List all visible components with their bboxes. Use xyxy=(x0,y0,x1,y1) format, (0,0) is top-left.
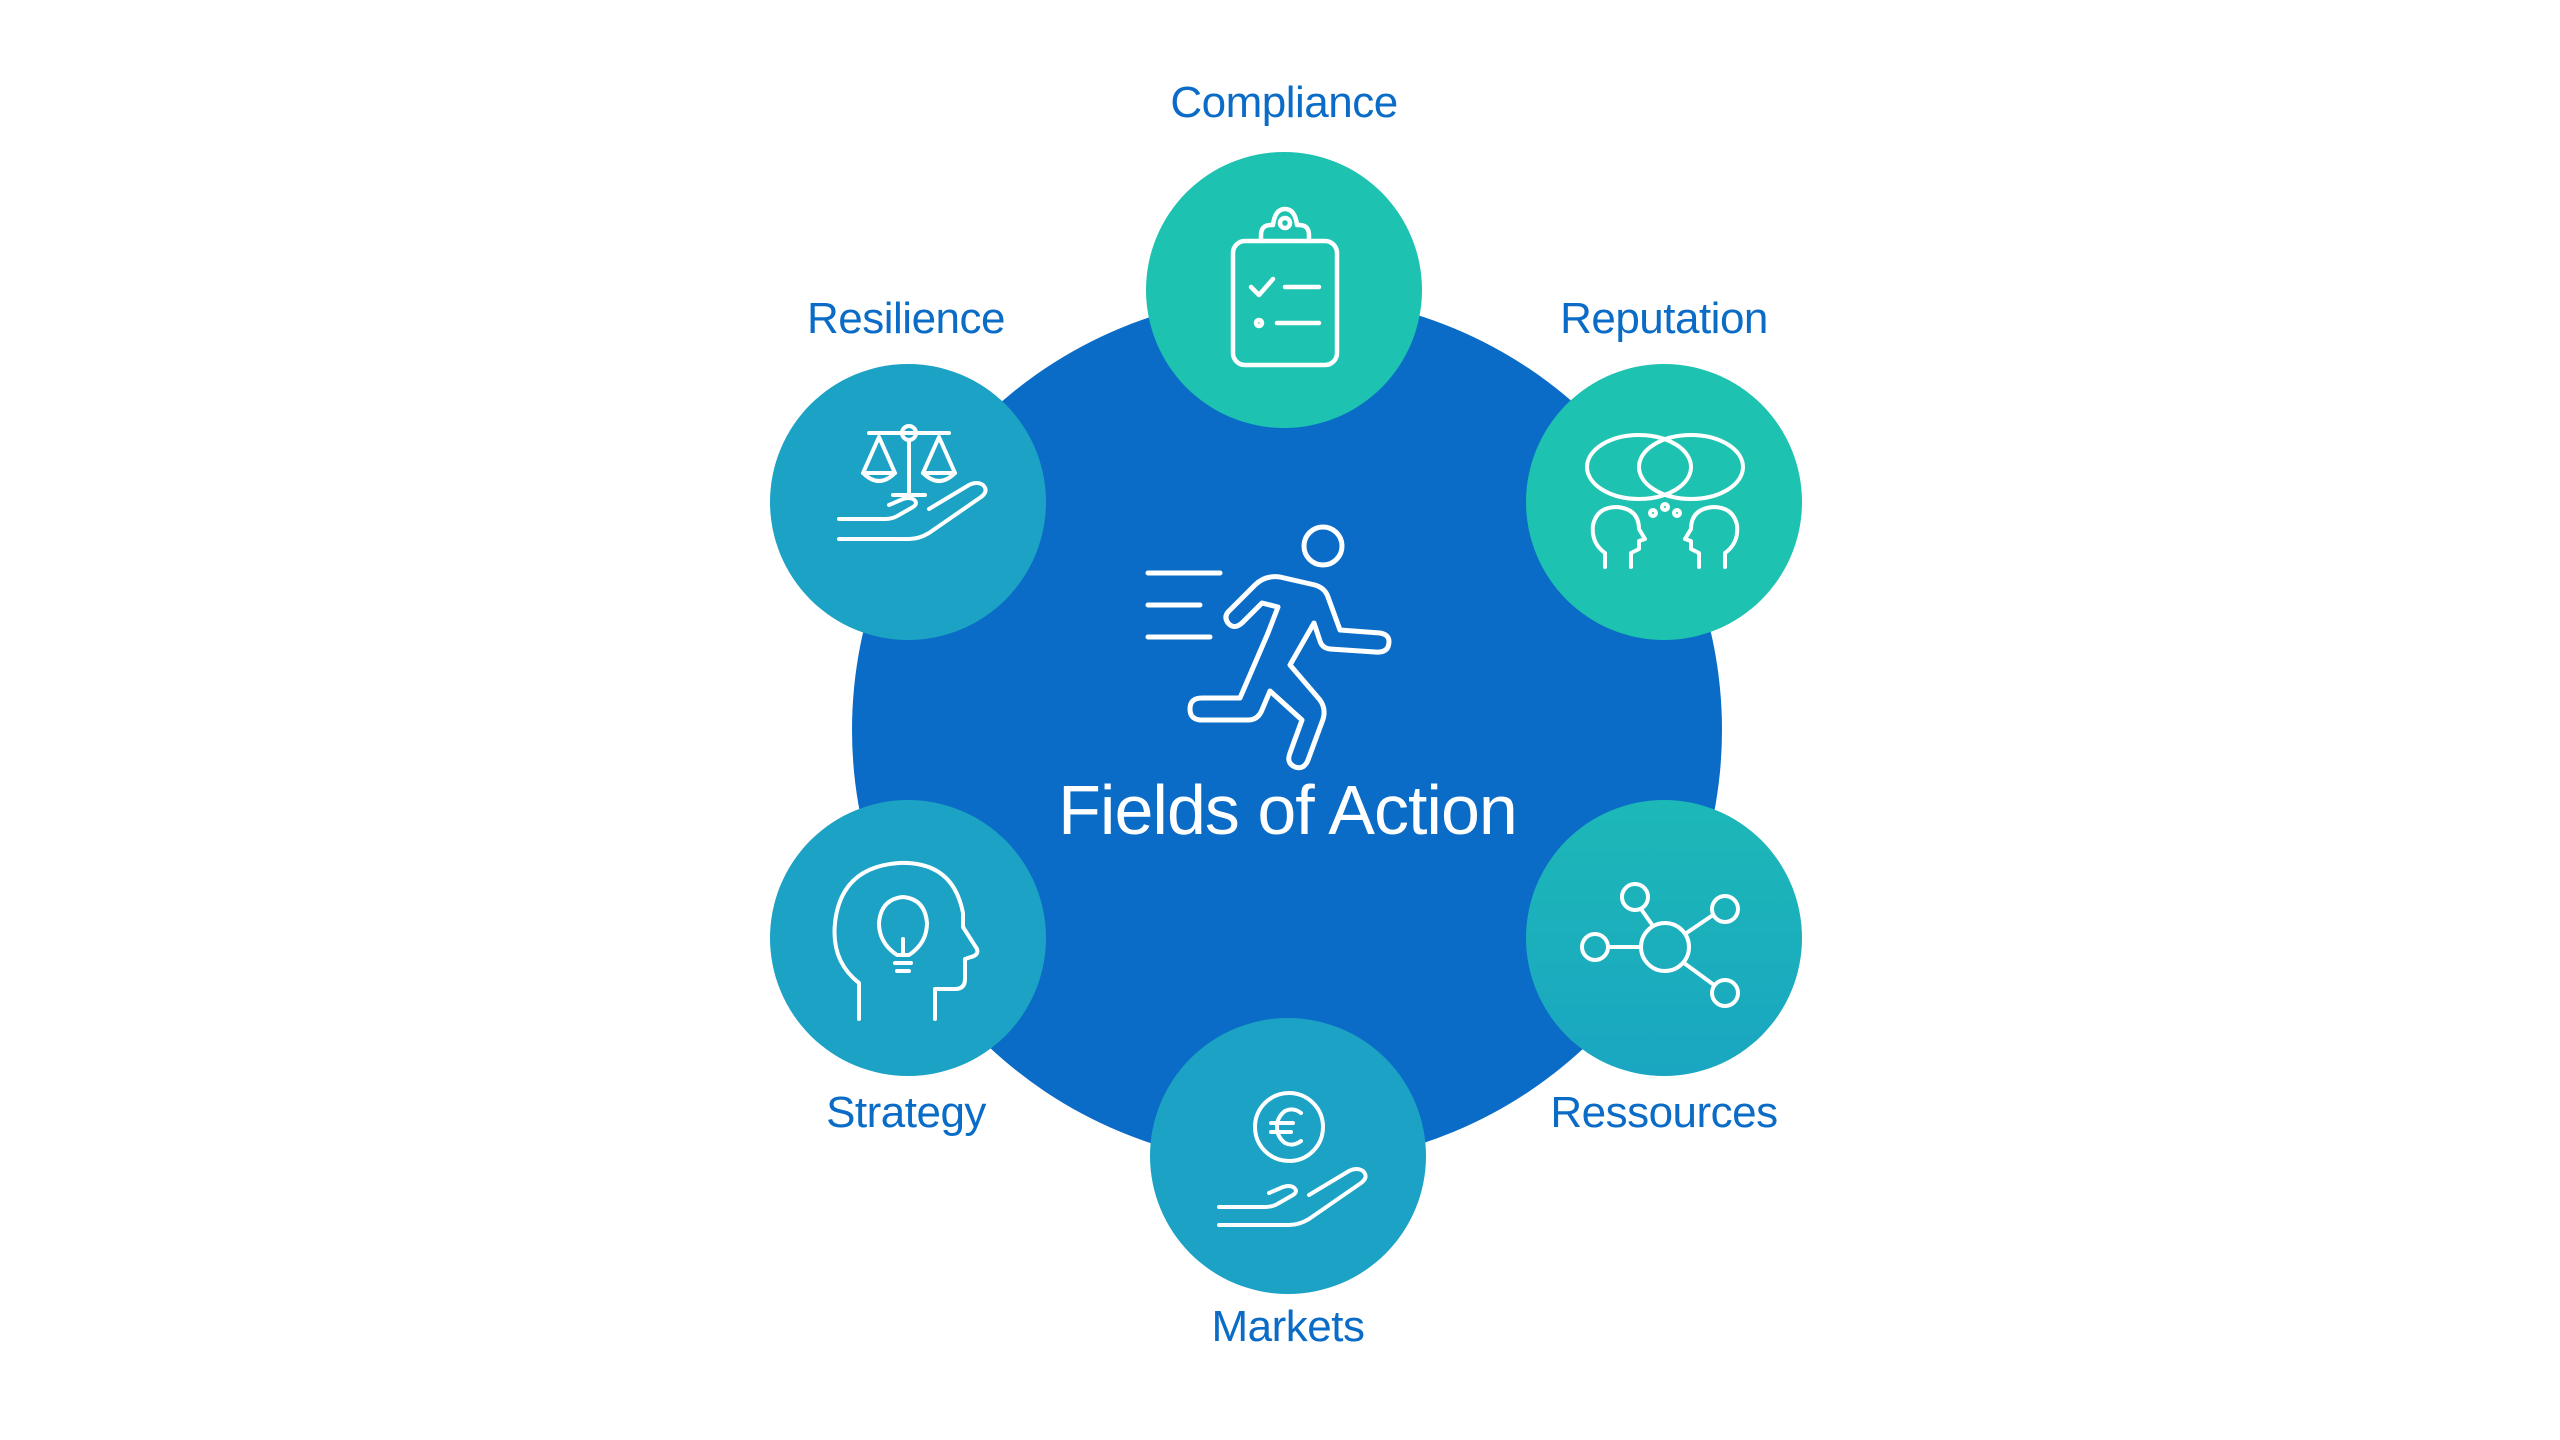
node-strategy xyxy=(770,800,1046,1076)
running-person-icon xyxy=(1145,524,1392,771)
head-lightbulb-icon xyxy=(832,860,980,1021)
clipboard-checklist-icon xyxy=(1230,206,1340,368)
label-reputation: Reputation xyxy=(1560,294,1768,343)
hand-scales-icon xyxy=(837,424,988,541)
node-resilience xyxy=(770,364,1046,640)
node-reputation xyxy=(1526,364,1802,640)
center-title: Fields of Action xyxy=(1058,771,1518,849)
network-nodes-icon xyxy=(1580,882,1740,1008)
label-resilience: Resilience xyxy=(807,294,1005,343)
node-markets xyxy=(1150,1018,1426,1294)
hand-euro-coin-icon xyxy=(1217,1091,1368,1227)
label-ressources: Ressources xyxy=(1550,1088,1778,1137)
label-strategy: Strategy xyxy=(826,1088,986,1137)
label-markets: Markets xyxy=(1211,1302,1365,1351)
two-heads-thought-bubbles-icon xyxy=(1585,433,1745,569)
node-ressources xyxy=(1526,800,1802,1076)
label-compliance: Compliance xyxy=(1170,78,1398,127)
node-compliance xyxy=(1146,152,1422,428)
